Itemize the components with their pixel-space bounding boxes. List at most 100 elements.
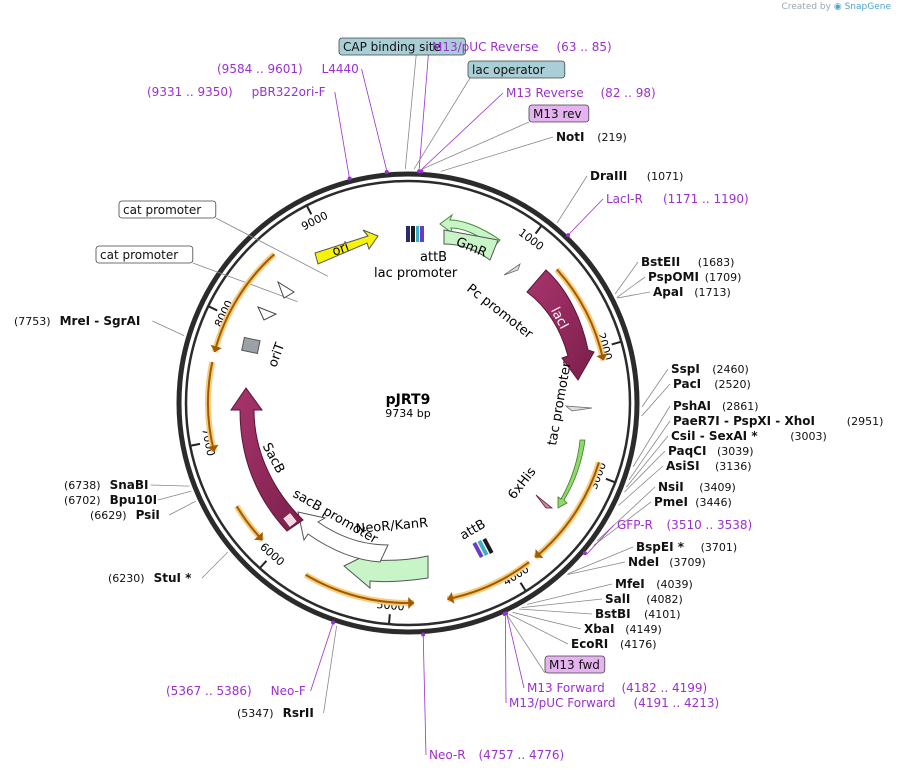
label-pbr[interactable]: (9331 .. 9350)pBR322ori-F: [147, 85, 326, 99]
label-neo-f[interactable]: (5367 .. 5386)Neo-F: [166, 684, 306, 698]
label-lacop[interactable]: lac operator: [467, 60, 566, 79]
label-snabi[interactable]: (6738)SnaBI: [64, 478, 149, 492]
orange-feature-arcs: [205, 251, 608, 609]
leader-line: [641, 383, 671, 417]
leader-line: [422, 636, 427, 756]
label-pspomi[interactable]: PspOMI(1709): [648, 270, 741, 284]
label-ecori[interactable]: EcoRI(4176): [571, 637, 657, 651]
label-catp2[interactable]: cat promoter: [95, 245, 194, 264]
site-name: NotI: [556, 130, 585, 144]
label-paci[interactable]: PacI(2520): [673, 377, 751, 391]
backbone: [176, 171, 640, 635]
primer-site-marker: [347, 176, 352, 181]
leader-line: [508, 613, 569, 645]
site-position: (6702): [64, 494, 101, 507]
label-psii[interactable]: (6629)PsiI: [90, 508, 160, 522]
site-name: SalI: [605, 592, 630, 606]
leader-line: [334, 91, 350, 177]
label-noti[interactable]: NotI(219): [556, 130, 627, 144]
backbone-outer-ring: [176, 171, 640, 635]
leader-line: [421, 92, 504, 170]
label-box: [528, 104, 590, 123]
label-draiii[interactable]: DraIII(1071): [590, 169, 683, 183]
label-mrei[interactable]: (7753)MreI - SgrAI: [14, 314, 140, 328]
tick-label: 6000: [257, 540, 287, 568]
leader-line: [616, 276, 646, 298]
label-m13rev-box[interactable]: M13 rev: [528, 104, 590, 123]
orange-arc-arrowhead: [408, 596, 415, 609]
site-position: (1713): [694, 286, 731, 299]
sacb-arrow[interactable]: [230, 387, 304, 532]
orange-arc-arrowhead: [254, 531, 263, 541]
label-paer7i[interactable]: PaeR7I - PspXI - XhoI(2951): [673, 414, 883, 428]
label-pshai[interactable]: PshAI(2861): [673, 399, 759, 413]
orange-arc[interactable]: [207, 361, 215, 452]
label-sali[interactable]: SalI (4082): [605, 592, 683, 606]
label-apai[interactable]: ApaI(1713): [653, 285, 731, 299]
cds-green-arrow[interactable]: [557, 439, 586, 509]
neor-arrow[interactable]: [343, 551, 429, 590]
orange-arc[interactable]: [556, 268, 605, 361]
label-nsii[interactable]: NsiI(3409): [658, 480, 736, 494]
label-m13puc-fwd[interactable]: M13/pUC Forward(4191 .. 4213): [509, 696, 719, 710]
label-stui[interactable]: (6230)StuI *: [108, 571, 192, 585]
ori-arrow[interactable]: [314, 229, 379, 265]
label-catp1[interactable]: cat promoter: [118, 200, 217, 219]
leader-line: [512, 611, 582, 630]
label-m13fwd-box[interactable]: M13 fwd: [544, 655, 606, 674]
pc-promoter-label: Pc promoter: [464, 281, 536, 342]
label-m13fwd[interactable]: M13 Forward(4182 .. 4199): [527, 681, 707, 695]
site-name: Bpu10I: [110, 493, 157, 507]
label-csii[interactable]: CsiI - SexAI *(3003): [671, 429, 827, 443]
leader-line: [614, 261, 639, 295]
sacb-promoter-arrow[interactable]: [297, 511, 389, 563]
label-ndei[interactable]: NdeI(3709): [628, 555, 706, 569]
label-m13rev2[interactable]: M13 Reverse(82 .. 98): [506, 86, 656, 100]
label-asisi[interactable]: AsiSI(3136): [666, 459, 752, 473]
tick-label: 9000: [299, 209, 330, 233]
label-laci-r[interactable]: LacI-R(1171 .. 1190): [606, 192, 749, 206]
tick-6000: [259, 560, 268, 569]
label-bpu10i[interactable]: (6702) Bpu10I: [64, 493, 157, 507]
site-position: (6738): [64, 479, 101, 492]
label-paqci[interactable]: PaqCI(3039): [668, 444, 754, 458]
orange-arc[interactable]: [447, 561, 530, 601]
label-l4440[interactable]: (9584 .. 9601)L4440: [217, 62, 359, 76]
label-xbai[interactable]: XbaI(4149): [584, 622, 662, 636]
primer-site-marker: [421, 632, 426, 637]
label-m13puc-rev[interactable]: M13/pUC Reverse(63 .. 85): [432, 40, 612, 54]
site-position: (3409): [699, 481, 736, 494]
label-mfei[interactable]: MfeI(4039): [615, 577, 693, 591]
label-sspi[interactable]: SspI(2460): [671, 362, 749, 376]
gmr-arrow[interactable]: [443, 229, 499, 261]
orange-arc-arrowhead: [206, 444, 219, 452]
snapgene-logo-icon: ◉: [833, 2, 842, 12]
primer-range: (1171 .. 1190): [663, 192, 749, 206]
label-cap[interactable]: CAP binding site: [338, 37, 466, 56]
site-position: (4082): [646, 593, 683, 606]
orange-arc[interactable]: [213, 253, 275, 353]
orange-arc[interactable]: [534, 462, 600, 559]
label-pmei[interactable]: PmeI(3446): [654, 495, 732, 509]
leader-line: [361, 68, 387, 171]
leader-line: [593, 501, 652, 546]
primer-site-marker: [384, 169, 389, 174]
site-position: (3003): [790, 430, 827, 443]
label-bstbi[interactable]: BstBI(4101): [595, 607, 681, 621]
leader-line: [215, 217, 328, 277]
leader-line: [626, 435, 669, 488]
label-bsteii[interactable]: BstEII(1683): [641, 255, 734, 269]
leader-line: [152, 320, 185, 336]
orange-arc[interactable]: [305, 573, 415, 604]
laci-arrow[interactable]: [526, 269, 595, 381]
site-name: BspEI *: [636, 540, 685, 554]
label-bspei[interactable]: BspEI *(3701): [636, 540, 737, 554]
tac-promoter-label: tac promoter: [545, 360, 575, 447]
his-tag-marker: [535, 494, 554, 509]
label-gfp-r[interactable]: GFP-R(3510 .. 3538): [617, 518, 752, 532]
label-box: [338, 37, 466, 56]
label-neo-r[interactable]: Neo-R(4757 .. 4776): [429, 748, 564, 762]
label-rsrii[interactable]: (5347)RsrII: [237, 706, 314, 720]
attb-top-label: attB: [420, 250, 447, 265]
